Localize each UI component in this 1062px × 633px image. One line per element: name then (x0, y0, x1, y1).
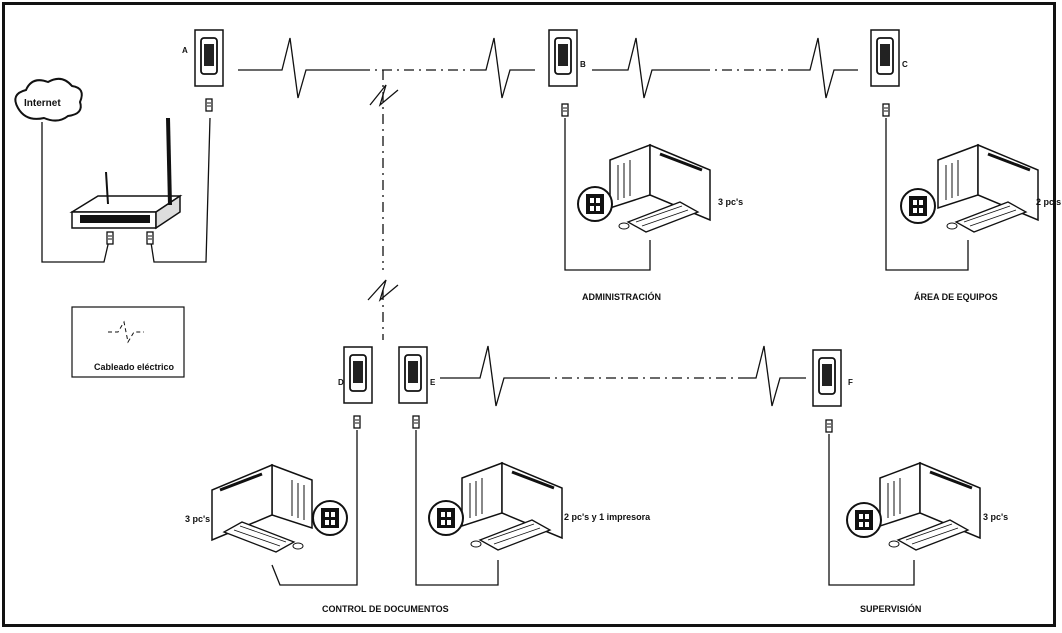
adapter-d-label: D (338, 378, 344, 387)
cable-connector (825, 419, 833, 433)
adapter-e-icon (398, 346, 428, 404)
cable-connector (353, 415, 361, 429)
switch-icon (577, 186, 613, 222)
workstation-icon (210, 463, 314, 554)
legend-label: Cableado eléctrico (94, 362, 175, 372)
adapter-b-label: B (580, 60, 586, 69)
cable-connector (882, 103, 890, 117)
switch-icon (846, 502, 882, 538)
adapter-b-icon (548, 29, 578, 87)
router-icon (69, 117, 183, 230)
legend-box (71, 306, 185, 378)
electrical-wiring (238, 37, 858, 407)
supervision-pcs-label: 3 pc's (983, 512, 1009, 522)
adapter-d-icon (343, 346, 373, 404)
equipos-pcs-label: 2 pc's (1036, 197, 1062, 207)
adapter-c-icon (870, 29, 900, 87)
workstation-icon (608, 143, 712, 234)
router-port-connector (106, 231, 114, 245)
workstation-icon (878, 461, 982, 552)
router-cables (41, 117, 211, 263)
adapter-e-label: E (430, 378, 436, 387)
equipos-area-label: ÁREA DE EQUIPOS (914, 292, 998, 302)
control-left-pcs-label: 3 pc's (185, 514, 211, 524)
router-port-connector (146, 231, 154, 245)
switch-icon (312, 500, 348, 536)
internet-cloud-icon (14, 77, 83, 122)
supervision-area-label: SUPERVISIÓN (860, 604, 922, 614)
admin-pcs-label: 3 pc's (718, 197, 744, 207)
cable-connector (561, 103, 569, 117)
adapter-a-label: A (182, 46, 188, 55)
cable-connector (205, 98, 213, 112)
adapter-f-label: F (848, 378, 853, 387)
workstation-icon (460, 461, 564, 552)
control-area-label: CONTROL DE DOCUMENTOS (322, 604, 449, 614)
adapter-a-icon (194, 29, 224, 87)
internet-label: Internet (24, 98, 61, 109)
cable-connector (412, 415, 420, 429)
switch-icon (428, 500, 464, 536)
admin-area-label: ADMINISTRACIÓN (582, 292, 661, 302)
workstation-icon (936, 143, 1040, 234)
adapter-c-label: C (902, 60, 908, 69)
switch-icon (900, 188, 936, 224)
control-right-pcs-label: 2 pc's y 1 impresora (564, 512, 651, 522)
adapter-f-icon (812, 349, 842, 407)
ethernet-cables (271, 118, 969, 586)
